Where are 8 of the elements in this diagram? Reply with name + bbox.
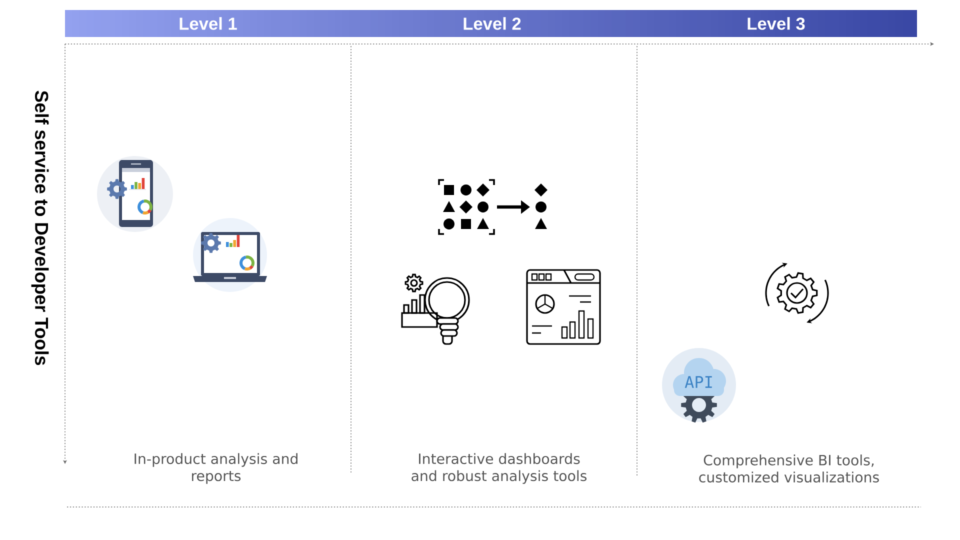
column-caption: Interactive dashboards and robust analysis tools [412,453,587,484]
level-heading: Level 2 [464,17,521,30]
level-heading: Level 3 [748,17,805,30]
axis-label: Self service to Developer Tools [31,90,49,366]
level-heading: Level 1 [180,17,237,30]
column-caption: Comprehensive BI tools, customized visualizations [699,454,879,483]
icon-label: API [684,376,712,388]
column-caption: In-product analysis and reports [134,453,298,484]
